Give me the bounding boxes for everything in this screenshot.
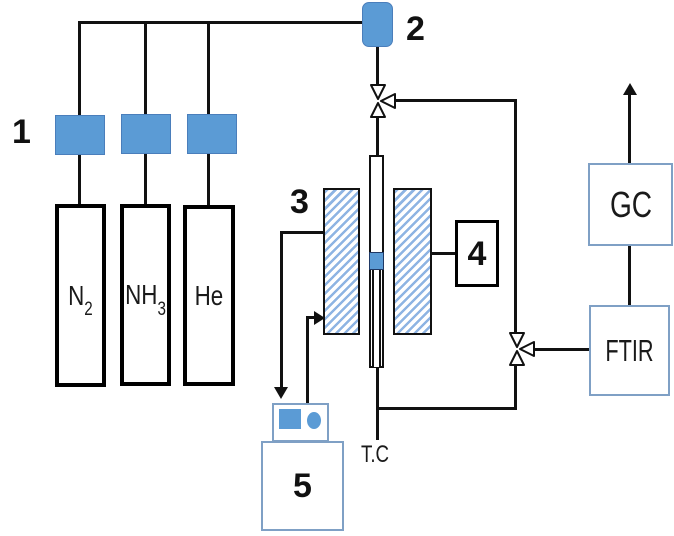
gas-line-nh3-upper bbox=[144, 21, 147, 116]
thermocouple-label: T.C bbox=[361, 441, 390, 468]
gas-manifold-line bbox=[78, 21, 366, 24]
mfc-he bbox=[187, 114, 237, 154]
outlet-riser-line bbox=[514, 364, 517, 409]
up-arrow-icon bbox=[623, 83, 637, 95]
valve-to-reactor-line bbox=[376, 116, 379, 157]
label-controller: 5 bbox=[293, 467, 312, 505]
furnace-signal-line-horizontal bbox=[280, 231, 325, 234]
unit4-line bbox=[432, 252, 456, 255]
gas-line-he-lower bbox=[207, 154, 210, 206]
controller-main-box: 5 bbox=[261, 441, 344, 531]
controller-power-line-vertical bbox=[306, 316, 309, 404]
label-gas-mixer: 2 bbox=[406, 10, 425, 48]
cylinder-n2-label: N2 bbox=[68, 279, 93, 321]
bypass-line-vertical bbox=[514, 99, 517, 334]
bypass-line-horizontal bbox=[394, 99, 515, 102]
cylinder-n2: N2 bbox=[55, 204, 106, 387]
down-arrow-icon bbox=[274, 387, 288, 399]
reactor-outlet-line bbox=[377, 407, 517, 410]
label-furnace: 3 bbox=[290, 183, 309, 221]
gc-label: GC bbox=[609, 183, 652, 225]
gc-vent-line bbox=[628, 94, 631, 164]
gas-line-nh3-lower bbox=[144, 154, 147, 205]
catalyst-bed bbox=[369, 252, 384, 270]
three-way-valve-bottom-icon bbox=[509, 332, 535, 366]
valve-to-ftir-line bbox=[533, 348, 590, 351]
cylinder-he-label: He bbox=[194, 279, 224, 311]
gas-line-he-upper bbox=[207, 21, 210, 116]
mfc-n2 bbox=[55, 115, 105, 155]
cylinder-he: He bbox=[183, 205, 235, 386]
controller-indicator-square bbox=[279, 409, 301, 429]
reactor-inner-tube bbox=[372, 270, 381, 367]
mfc-nh3 bbox=[121, 114, 171, 154]
gas-mixer bbox=[362, 2, 393, 47]
ftir-box: FTIR bbox=[589, 305, 670, 396]
mixer-outlet-line bbox=[376, 47, 379, 86]
right-arrow-icon bbox=[314, 311, 325, 325]
gas-line-n2-lower bbox=[78, 154, 81, 205]
thermocouple-line bbox=[376, 360, 379, 440]
gas-line-n2-upper bbox=[78, 21, 81, 116]
furnace-right-block bbox=[393, 188, 432, 335]
ftir-label: FTIR bbox=[605, 332, 654, 368]
label-mass-flow-controllers: 1 bbox=[12, 113, 31, 151]
furnace-signal-line-vertical bbox=[280, 231, 283, 387]
cylinder-nh3: NH3 bbox=[120, 204, 171, 386]
cylinder-nh3-label: NH3 bbox=[125, 279, 166, 320]
gc-ftir-line bbox=[628, 246, 631, 306]
label-unit4: 4 bbox=[467, 234, 487, 273]
controller-indicator-lamp bbox=[307, 412, 321, 429]
controller-power-line-horizontal bbox=[306, 316, 315, 319]
gc-box: GC bbox=[588, 163, 673, 246]
furnace-left-block bbox=[323, 188, 360, 335]
unit4-box: 4 bbox=[455, 220, 499, 287]
